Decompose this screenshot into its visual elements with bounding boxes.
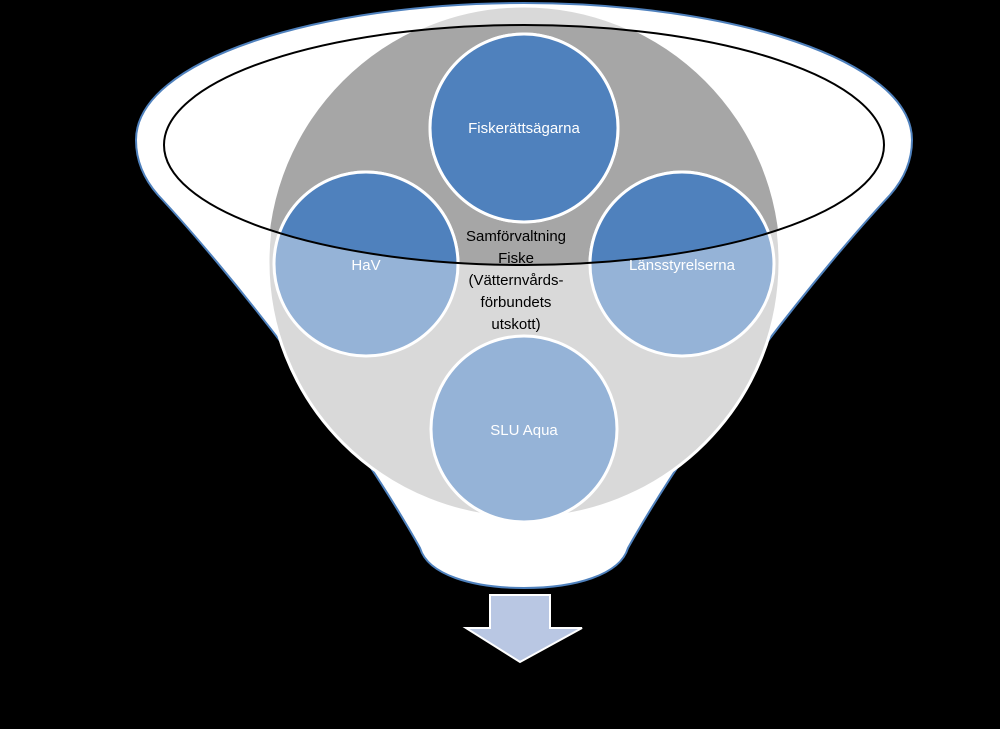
funnel-rim	[163, 24, 885, 266]
center-line: Samförvaltning	[466, 228, 566, 245]
member-label-top: Fiskerättsägarna	[468, 120, 580, 137]
center-line: Fiske	[498, 250, 534, 267]
member-label-left: HaV	[351, 257, 380, 274]
center-line: utskott)	[491, 316, 540, 333]
member-label-bottom: SLU Aqua	[490, 422, 558, 439]
center-line: förbundets	[481, 294, 552, 311]
center-label: Samförvaltning Fiske (Vätternvårds- förb…	[466, 228, 566, 333]
member-circle-bottom	[429, 334, 619, 524]
center-line: (Vätternvårds-	[468, 272, 563, 289]
member-label-right: Länsstyrelserna	[629, 257, 736, 274]
down-arrow-icon	[462, 594, 583, 664]
